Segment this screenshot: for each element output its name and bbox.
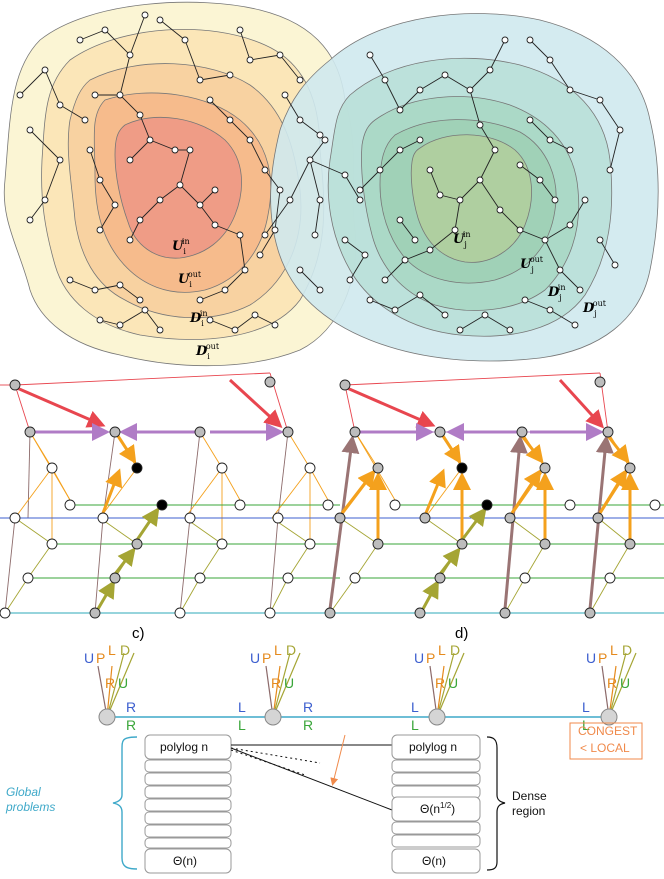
node-label-u: U [250,650,260,666]
edge-label-top: R [303,699,313,715]
node-label-u: U [414,650,424,666]
left-bottom-label: Θ(n) [173,854,197,868]
node-label-u-right: U [448,675,458,691]
left-column [144,734,232,874]
label-dj-out: Djout [582,299,607,318]
node-label-l: L [108,642,116,658]
label-uj-out: Ujout [520,255,544,274]
bottom-path: U P L D R U U P L D R U U [84,642,643,760]
node-label-d: D [450,642,460,658]
node-label-p: P [262,650,271,666]
label-di-in: Diin [189,309,208,328]
path-node-2: U P L D R U [250,642,301,726]
congest-box: CONGEST < LOCAL [569,722,643,760]
node-label-l: L [610,642,618,658]
edge-label-bottom: R [126,717,136,733]
dense-region-line2: region [512,804,545,818]
node-label-d: D [120,642,130,658]
node-label-u-right: U [284,675,294,691]
edge-label-bottom: L [582,717,590,733]
label-ui-out: Uiout [178,270,202,289]
label-dj-in: Djin [547,283,565,302]
edge-label-top: L [582,699,590,715]
node-label-l: L [274,642,282,658]
left-top-label: polylog n [160,740,208,754]
node-label-p: P [598,650,607,666]
node-label-d: D [286,642,296,658]
node-label-u-right: U [118,675,128,691]
panel-d: d) [324,372,664,642]
edge-label-bottom: L [238,717,246,733]
node-label-d: D [622,642,632,658]
panel-c-label: c) [132,625,145,642]
edge-label-bottom: L [411,717,419,733]
node-label-u: U [586,650,596,666]
right-region-uin [410,134,532,263]
edge-label-top: R [126,699,136,715]
node-label-r: R [607,675,617,691]
node-label-l: L [438,642,446,658]
edge-label-bottom: R [303,717,313,733]
edge-label-top: L [238,699,246,715]
path-node-3: U P L D R U [414,642,465,726]
right-column [391,734,481,874]
node-label-u-right: U [620,675,630,691]
edge-label-top: L [411,699,419,715]
right-top-label: polylog n [409,740,457,754]
top-vertices [16,11,624,334]
node-label-p: P [426,650,435,666]
label-ui-in: Uiin [172,237,190,256]
top-graph: Uiin Uiout Diin Diout Ujin Ujout Djin Dj… [3,1,659,367]
path-node-4: U P L D R U [586,642,637,726]
label-di-out: Diout [195,342,220,361]
node-label-r: R [271,675,281,691]
panel-c: c) [0,372,340,642]
right-middle-label: Θ(n1/2) [420,801,455,816]
local-label: < LOCAL [580,741,630,755]
global-problems-line2: problems [5,800,55,814]
node-label-r: R [105,675,115,691]
node-label-r: R [435,675,445,691]
right-bottom-label: Θ(n) [422,854,446,868]
label-uj-in: Ujin [453,230,471,249]
complexity-diagram: Global problems polylog n Θ(n) [5,734,547,874]
panel-d-label: d) [455,625,468,642]
congest-label: CONGEST [578,724,638,738]
global-brace [112,736,138,870]
node-label-u: U [84,650,94,666]
dense-brace [486,736,506,871]
dense-region-line1: Dense [512,789,547,803]
node-label-p: P [96,650,105,666]
top-edges [19,14,621,331]
global-problems-line1: Global [6,785,41,799]
path-node-1: U P L D R U [84,642,135,726]
